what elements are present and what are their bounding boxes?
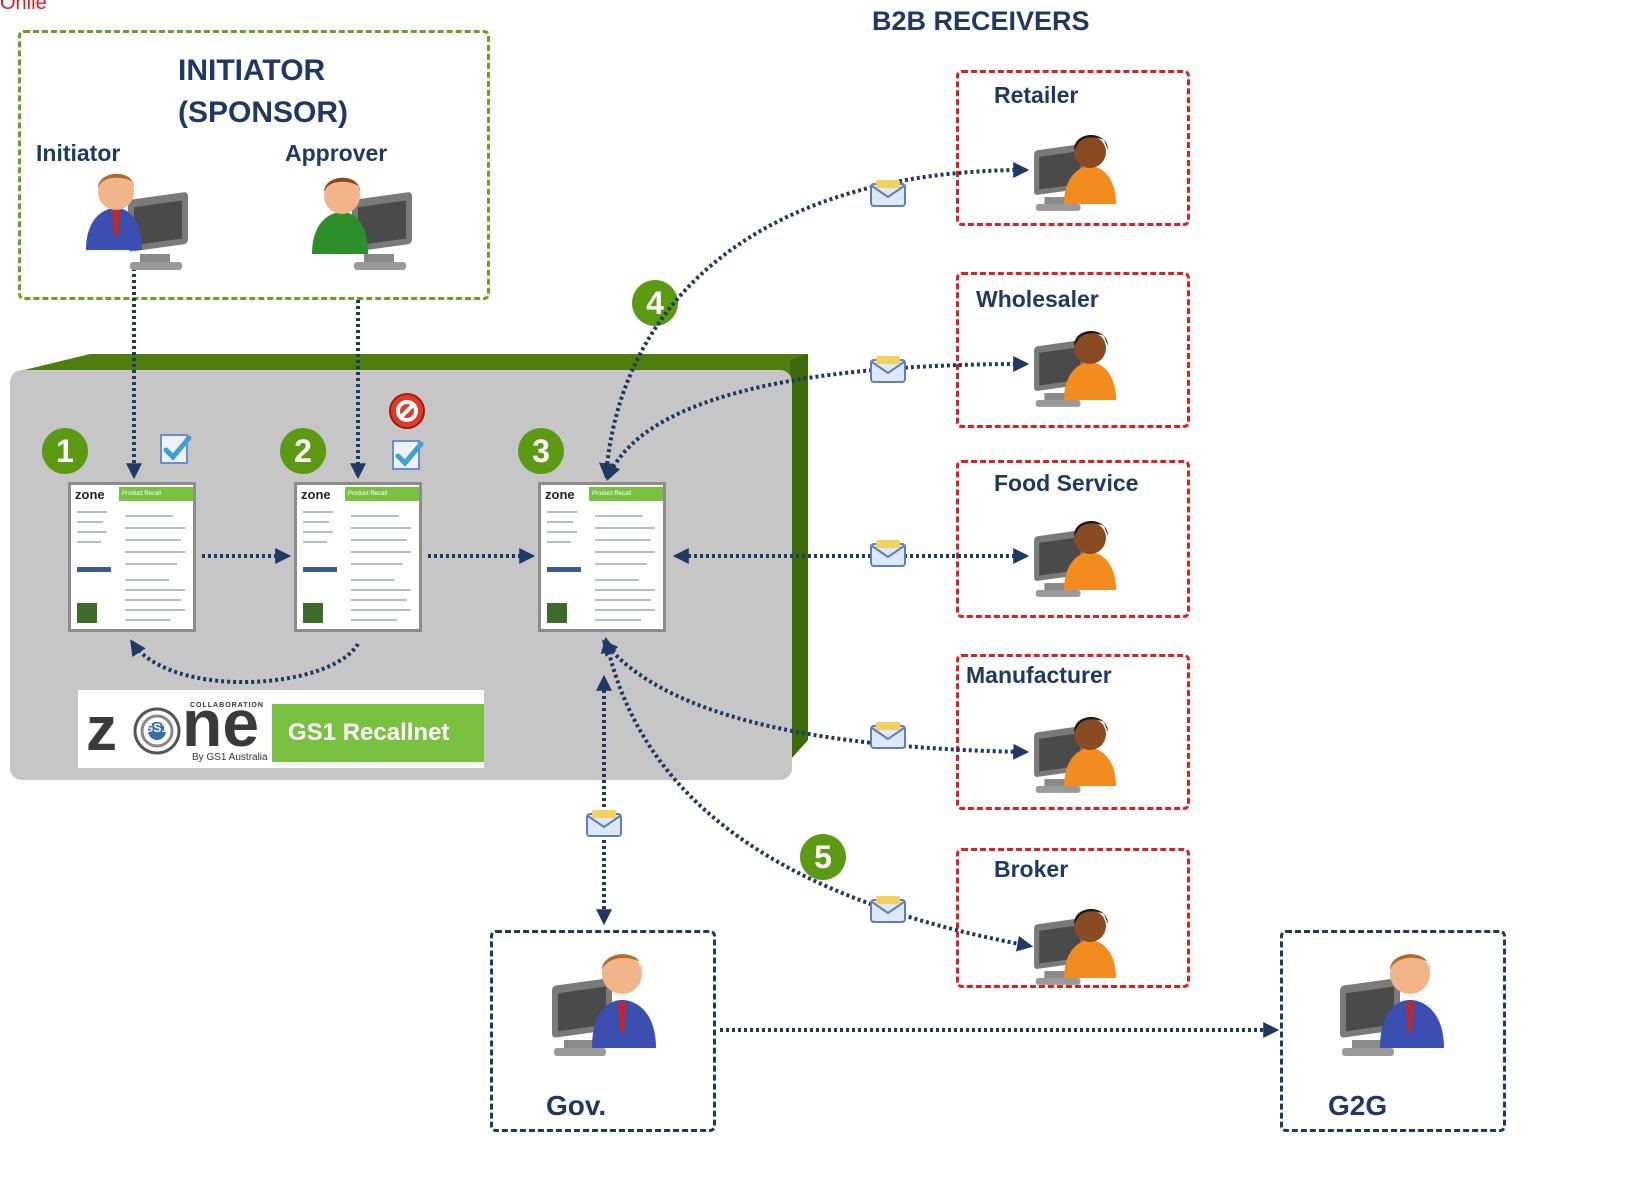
g2g-box: [1280, 930, 1506, 1132]
g2g-person-icon: [1340, 954, 1444, 1056]
screenshot-logo: zone: [545, 486, 575, 502]
recall-screenshot-2: zone Product Recall: [294, 482, 422, 632]
connector-step3-wholesaler: [605, 356, 1030, 481]
gs1-globe-icon: [133, 707, 181, 755]
screenshot-logo: zone: [75, 486, 105, 502]
zone-logo-gs1: GS1: [144, 721, 169, 735]
reject-icon: [389, 393, 425, 429]
gov-label: Gov.: [546, 1090, 607, 1121]
initiator-group-box: [18, 30, 490, 300]
initiator-title-line1: INITIATOR: [178, 54, 326, 87]
zone-logo-collaboration: COLLABORATION: [190, 702, 264, 709]
corner-text: Onile: [0, 0, 47, 14]
initiator-title-line2: (SPONSOR): [178, 96, 349, 129]
step-1-badge: 1: [42, 428, 88, 474]
envelope-icon: [870, 722, 906, 749]
zone-logo-ne: ne: [182, 686, 260, 760]
connector-step3-retailer: [599, 162, 1030, 480]
screenshot-header: Product Recall: [119, 487, 193, 501]
recall-screenshot-3: zone Product Recall: [538, 482, 666, 632]
approver-label: Approver: [285, 140, 388, 166]
zone-logo-z: z: [86, 695, 117, 764]
manufacturer-person-icon: [1034, 717, 1116, 793]
connector-step3-broker: [600, 636, 1034, 952]
envelope-icon: [870, 896, 906, 923]
food-service-person-icon: [1034, 521, 1116, 597]
recall-screenshot-1: zone Product Recall: [68, 482, 196, 632]
screenshot-header: Product Recall: [345, 487, 419, 501]
approve-check-icon: [160, 434, 192, 464]
screenshot-logo: zone: [301, 486, 331, 502]
envelope-icon: [870, 180, 906, 207]
recallnet-banner: GS1 Recallnet: [272, 704, 484, 762]
gov-person-icon: [552, 954, 656, 1056]
zone-recallnet-logo: z GS1 ne COLLABORATION By GS1 Australia …: [78, 690, 484, 768]
step-2-badge: 2: [280, 428, 326, 474]
broker-person-icon: [1034, 909, 1116, 985]
retailer-person-icon: [1034, 135, 1116, 211]
connector-step3-manufacturer: [601, 639, 1030, 760]
envelope-icon: [870, 540, 906, 567]
step-3-badge: 3: [518, 428, 564, 474]
b2b-receivers-title: B2B RECEIVERS: [872, 6, 1090, 36]
envelope-icon: [586, 810, 622, 837]
approver-person-icon: [312, 177, 412, 270]
receiver-box-food-service: [956, 460, 1190, 618]
g2g-label: G2G: [1328, 1090, 1388, 1121]
approve-check-icon: [392, 440, 424, 470]
connector-step2-return-to-step1: [130, 639, 360, 685]
receiver-box-retailer: [956, 70, 1190, 226]
receiver-label-retailer: Retailer: [994, 82, 1079, 108]
envelope-icon: [870, 356, 906, 383]
wholesaler-person-icon: [1034, 331, 1116, 407]
zone-logo-byline: By GS1 Australia: [192, 752, 268, 763]
initiator-label: Initiator: [36, 140, 121, 166]
screenshot-header: Product Recall: [589, 487, 663, 501]
initiator-person-icon: [86, 173, 188, 270]
